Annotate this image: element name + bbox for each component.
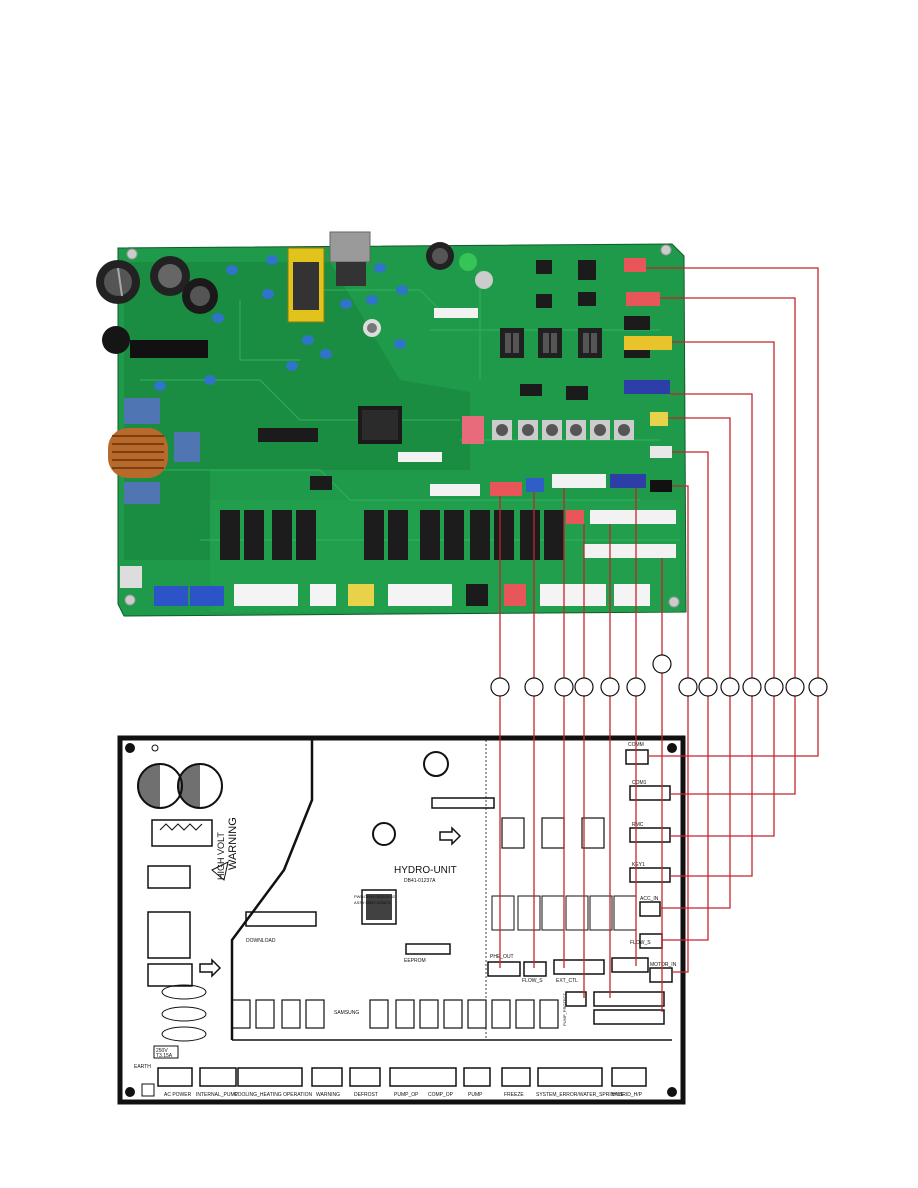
callout-circle-4 — [574, 677, 594, 697]
seven-segment-displays — [500, 328, 602, 358]
label-freeze: FREEZE — [504, 1092, 524, 1098]
label-pump-op: PUMP_OP — [394, 1092, 419, 1098]
callout-circle-8 — [698, 677, 718, 697]
mid-label-ext-ctl: EXT_CTL — [556, 978, 578, 984]
label-defrost: DEFROST — [354, 1092, 378, 1098]
bottom-labels: AC POWER INTERNAL_PUMP COOLING_HEATING O… — [164, 1092, 643, 1098]
callout-circle-1 — [490, 677, 510, 697]
mid-label-pump-protect: PUMP_PROTECT — [562, 993, 567, 1026]
right-label-flow-s: FLOW_S — [630, 940, 651, 946]
callout-circle-9 — [720, 677, 740, 697]
callout-circle-6 — [626, 677, 646, 697]
label-pump: PUMP — [468, 1092, 483, 1098]
callout-circle-2 — [524, 677, 544, 697]
right-label-acc-in: ACC_IN — [640, 896, 659, 902]
silk-bottom-connectors — [157, 1067, 647, 1087]
callout-circle-3 — [554, 677, 574, 697]
label-warning: WARNING — [316, 1092, 340, 1098]
callout-circle-raised — [652, 654, 672, 674]
silk-capacitors — [137, 751, 449, 846]
pwb-code-label: PWB:DB93-05337A-02 — [354, 894, 396, 899]
right-label-motor-in: MOTOR_IN — [650, 962, 677, 968]
right-label-key1: KEY1 — [632, 862, 645, 868]
samsung-label: SAMSUNG — [334, 1010, 359, 1016]
callout-circles — [490, 654, 828, 697]
eeprom-label: EEPROM — [404, 958, 426, 964]
label-system-error: SYSTEM_ERROR/WATER_SPRINKLE — [536, 1092, 624, 1098]
warning-text: WARNING — [227, 817, 239, 870]
callout-circle-7 — [678, 677, 698, 697]
electrolytic-capacitors — [96, 242, 493, 354]
fuse-rating-1: 250V — [156, 1048, 168, 1054]
callout-circle-12 — [785, 677, 805, 697]
fuse-rating-2: T3.15A — [156, 1053, 173, 1059]
callout-circle-13 — [808, 677, 828, 697]
right-label-rmc: RMC — [632, 822, 644, 828]
right-label-com1: COM1 — [632, 780, 647, 786]
label-hybrid-hp: HYBRID_H/P — [612, 1092, 643, 1098]
mid-label-flow-s: FLOW_S — [522, 978, 543, 984]
hydro-unit-label: HYDRO-UNIT — [394, 865, 457, 876]
relays — [220, 510, 564, 560]
download-label: DOWNLOAD — [246, 938, 276, 944]
pwb-code-label-2: ASSY:DB92-02867A — [354, 900, 391, 905]
right-connectors — [624, 258, 672, 492]
callout-circle-11 — [764, 677, 784, 697]
high-volt-text: HIGH VOLT — [216, 832, 226, 880]
silk-relays — [231, 999, 559, 1029]
callout-circle-5 — [600, 677, 620, 697]
label-ac-power: AC POWER — [164, 1092, 192, 1098]
label-internal-pump: INTERNAL_PUMP — [196, 1092, 239, 1098]
callout-circle-10 — [742, 677, 762, 697]
mid-label-phe-out: PHE_OUT — [490, 954, 514, 960]
earth-label: EARTH — [134, 1064, 151, 1070]
label-comp-op: COMP_OP — [428, 1092, 454, 1098]
label-cooling-heating: COOLING_HEATING OPERATION — [234, 1092, 313, 1098]
part-code-label: DB41-01237A — [404, 878, 436, 884]
